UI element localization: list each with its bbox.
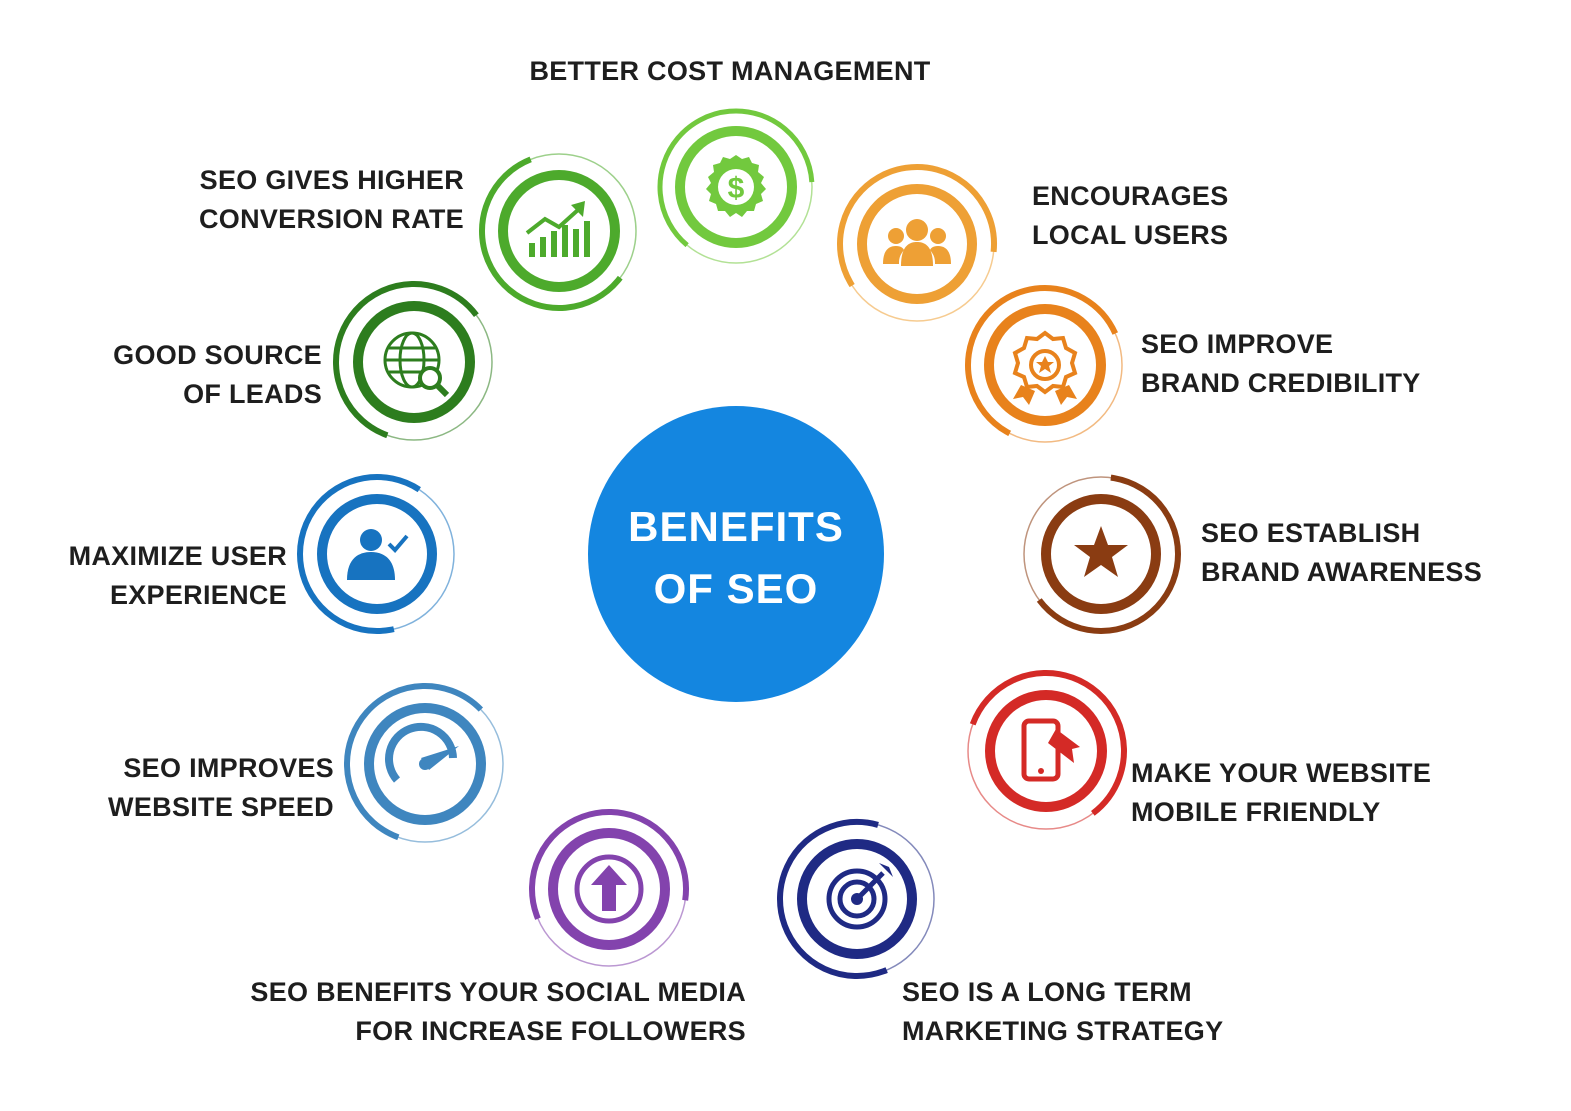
hub-title-line1: BENEFITS <box>628 503 844 550</box>
social-media-node <box>529 809 689 969</box>
mobile-phone-icon <box>1021 718 1080 782</box>
users-group-icon <box>883 219 951 266</box>
benefit-label-brand-credibility: SEO IMPROVE BRAND CREDIBILITY <box>1141 329 1421 398</box>
hub-circle <box>588 406 884 702</box>
arrow-up-icon <box>574 854 644 924</box>
benefit-label-mobile-friendly: MAKE YOUR WEBSITE MOBILE FRIENDLY <box>1131 758 1432 827</box>
hub-title-line2: OF SEO <box>653 565 819 612</box>
mobile-friendly-node <box>965 670 1127 832</box>
speedometer-icon <box>385 722 459 783</box>
benefit-label-user-experience: MAXIMIZE USER EXPERIENCE <box>68 541 287 610</box>
conversion-rate-node <box>479 151 639 311</box>
benefit-label-long-term-strategy: SEO IS A LONG TERM MARKETING STRATEGY <box>902 977 1224 1046</box>
benefit-label-brand-awareness: SEO ESTABLISH BRAND AWARENESS <box>1201 518 1483 587</box>
award-badge-icon <box>1012 330 1078 405</box>
benefit-label-local-users: ENCOURAGES LOCAL USERS <box>1032 181 1229 250</box>
user-experience-node <box>297 474 457 634</box>
long-term-strategy-node <box>777 819 937 979</box>
star-icon <box>1074 526 1128 577</box>
brand-credibility-node <box>965 285 1125 445</box>
globe-search-icon <box>383 331 450 398</box>
source-of-leads-node <box>333 281 495 443</box>
benefit-label-conversion-rate: SEO GIVES HIGHER CONVERSION RATE <box>198 165 464 234</box>
benefit-label-website-speed: SEO IMPROVES WEBSITE SPEED <box>108 753 334 822</box>
target-icon <box>826 863 893 930</box>
dollar-gear-icon: $ <box>706 155 766 217</box>
brand-awareness-node <box>1021 474 1181 634</box>
website-speed-node <box>344 683 506 845</box>
growth-chart-icon <box>525 201 590 257</box>
benefit-label-source-of-leads: GOOD SOURCE OF LEADS <box>113 340 322 409</box>
svg-text:$: $ <box>728 172 745 205</box>
cost-management-node: $ <box>657 108 815 266</box>
benefit-label-social-media: SEO BENEFITS YOUR SOCIAL MEDIA FOR INCRE… <box>250 977 746 1046</box>
benefit-label-cost-management: BETTER COST MANAGEMENT <box>529 56 931 86</box>
user-check-icon <box>347 529 409 580</box>
local-users-node <box>837 164 997 324</box>
